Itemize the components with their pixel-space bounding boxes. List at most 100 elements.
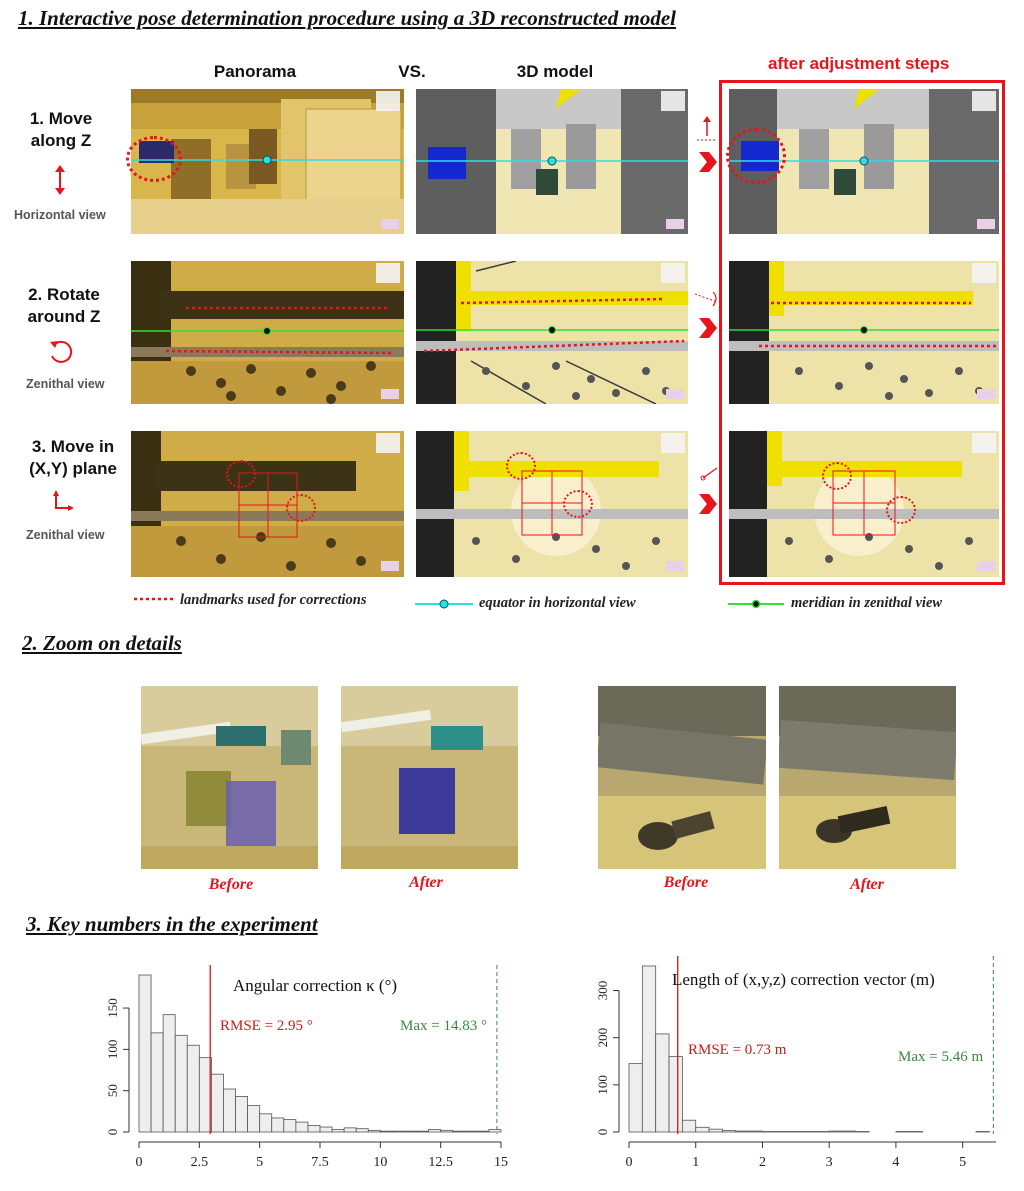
panorama-step1-image [131, 89, 404, 234]
caption-before-1: Before [208, 876, 254, 893]
histogram-bar [668, 1056, 683, 1133]
step3-label-line2: (X,Y) plane [29, 459, 117, 478]
x-tick-label: 5 [959, 1155, 966, 1170]
histogram-bar [695, 1126, 710, 1133]
step1-label-line1: 1. Move [29, 109, 93, 128]
step2-label: 2. Rotate around Z [14, 284, 114, 328]
rmse-label: RMSE = 0.73 m [688, 1042, 787, 1058]
histogram-bar [379, 1130, 393, 1133]
after-step2-image [729, 261, 999, 404]
x-tick-label: 1 [692, 1155, 699, 1170]
histogram-bar [271, 1117, 285, 1133]
legend-landmarks-swatch [134, 597, 176, 601]
histogram-bar [259, 1113, 273, 1133]
histogram-bar [247, 1105, 261, 1133]
landmark-circle [286, 494, 316, 522]
after-step3-image [729, 431, 999, 577]
y-tick-label: 150 [105, 998, 120, 1018]
double-arrow-vertical-icon [55, 165, 65, 195]
x-tick-label: 10 [373, 1155, 387, 1170]
histogram-bar [722, 1130, 737, 1133]
landmark-circle [886, 496, 916, 524]
histogram-bar [355, 1128, 369, 1133]
max-label: Max = 5.46 m [898, 1049, 983, 1065]
histogram-bar [210, 1073, 224, 1133]
histogram-bar [307, 1124, 321, 1133]
y-tick-label: 100 [105, 1040, 120, 1060]
landmark-circle [563, 490, 593, 518]
legend-equator-swatch [415, 599, 473, 609]
caption-before-2: Before [663, 874, 709, 891]
histogram-bar [223, 1088, 236, 1133]
histogram-bar [488, 1129, 502, 1133]
histogram-bar [655, 1033, 670, 1133]
caption-after-1: After [409, 874, 443, 891]
step2-label-line1: 2. Rotate [28, 285, 100, 304]
x-tick-label: 12.5 [428, 1155, 453, 1170]
step2-transition-arrow-icon [695, 291, 718, 338]
chart-title: Length of (x,y,z) correction vector (m) [672, 970, 935, 989]
step1-label-line2: along Z [30, 131, 92, 150]
legend-meridian-label: meridian in zenithal view [791, 595, 943, 611]
y-tick-label: 50 [105, 1084, 120, 1097]
legend-landmarks-label: landmarks used for corrections [180, 592, 367, 608]
landmark-circle [506, 452, 536, 480]
x-tick-label: 2 [759, 1155, 766, 1170]
section2-title: 2. Zoom on details [22, 631, 182, 655]
histogram-bar [641, 965, 657, 1133]
x-tick-label: 2.5 [191, 1155, 209, 1170]
histogram-bar [174, 1034, 188, 1133]
step3-transition-arrow-icon [699, 467, 718, 514]
step2-label-line2: around Z [27, 307, 101, 326]
histogram-bar [235, 1096, 249, 1133]
y-tick-label: 100 [595, 1075, 610, 1095]
histogram-bar [828, 1130, 843, 1133]
section3-title: 3. Key numbers in the experiment [26, 912, 318, 936]
y-tick-label: 200 [595, 1028, 610, 1048]
panorama-step3-image [131, 431, 404, 577]
histogram-bar [283, 1119, 297, 1133]
histogram-bar [162, 1014, 176, 1133]
col-header-panorama: Panorama [213, 62, 297, 81]
histogram-bar [138, 974, 152, 1133]
histogram-bar [295, 1121, 309, 1133]
histogram-bar [842, 1130, 857, 1133]
col-header-vs: VS. [398, 62, 426, 81]
x-tick-label: 5 [256, 1155, 263, 1170]
legend-equator-label: equator in horizontal view [479, 595, 636, 611]
zoom-detail-2-before-image [598, 686, 766, 869]
x-tick-label: 4 [892, 1155, 899, 1170]
landmark-circle [126, 136, 182, 182]
caption-after-2: After [850, 876, 884, 893]
zoom-detail-1-after-image [341, 686, 518, 869]
model-step2-image [416, 261, 688, 404]
histogram-bar [708, 1128, 723, 1133]
step3-view-label: Zenithal view [26, 528, 105, 542]
x-tick-label: 3 [826, 1155, 833, 1170]
step1-view-label: Horizontal view [14, 208, 106, 222]
step1-transition-arrow-icon [697, 116, 717, 172]
col-header-after: after adjustment steps [768, 54, 950, 73]
histogram-bar [628, 1063, 643, 1133]
x-tick-label: 0 [626, 1155, 633, 1170]
model-step3-image [416, 431, 688, 577]
panorama-step2-image [131, 261, 404, 404]
zoom-detail-1-before-image [141, 686, 318, 869]
histogram-bar [476, 1130, 490, 1133]
histogram-bar [452, 1130, 466, 1133]
model-step1-image [416, 89, 688, 234]
histogram-bar [735, 1130, 750, 1133]
step1-label: 1. Move along Z [18, 108, 104, 152]
histogram-bar [681, 1119, 697, 1133]
histogram-bar [428, 1129, 442, 1133]
y-tick-label: 300 [595, 981, 610, 1001]
step3-label-line1: 3. Move in [31, 437, 115, 456]
histogram-bar [150, 1032, 164, 1133]
histogram-bar [319, 1126, 333, 1133]
histogram-bar [440, 1129, 454, 1133]
step2-view-label: Zenithal view [26, 377, 105, 391]
histogram-bar [416, 1130, 429, 1133]
histogram-bar [343, 1127, 357, 1133]
histogram-bar [464, 1130, 478, 1133]
chart-title: Angular correction κ (°) [233, 976, 397, 995]
